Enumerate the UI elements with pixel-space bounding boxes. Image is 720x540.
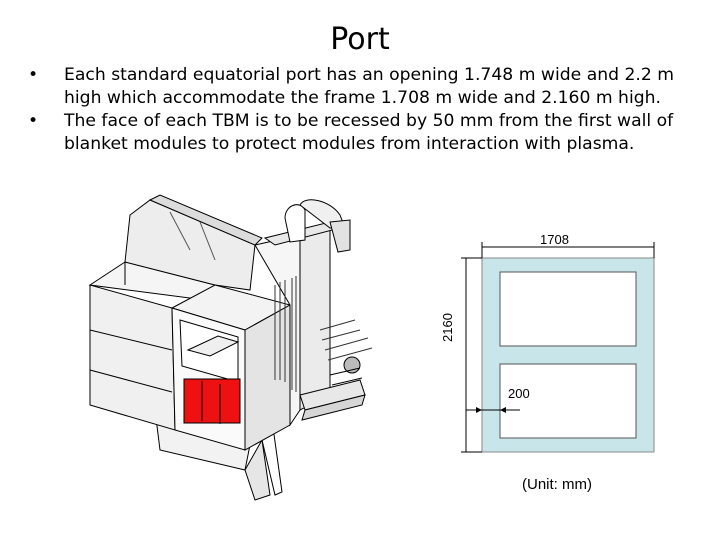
upper-opening [499, 271, 637, 347]
frame-schematic [461, 242, 655, 453]
slide-title: Port [330, 22, 390, 57]
tbm-module-block [183, 378, 241, 424]
bullet-text: The face of each TBM is to be recessed b… [64, 111, 674, 154]
frame-height-label: 2160 [440, 313, 455, 342]
bullet-item: • Each standard equatorial port has an o… [28, 64, 708, 110]
port-isometric-drawing [88, 194, 373, 501]
bullet-item: • The face of each TBM is to be recessed… [28, 110, 708, 156]
bullet-text: Each standard equatorial port has an ope… [64, 65, 675, 108]
bullet-list: • Each standard equatorial port has an o… [28, 64, 708, 156]
frame-gap-label: 200 [508, 386, 530, 401]
unit-label: (Unit: mm) [522, 476, 592, 493]
bullet-marker: • [28, 65, 39, 85]
lower-opening [499, 363, 637, 439]
frame-width-label: 1708 [540, 232, 569, 247]
bullet-marker: • [28, 111, 39, 131]
